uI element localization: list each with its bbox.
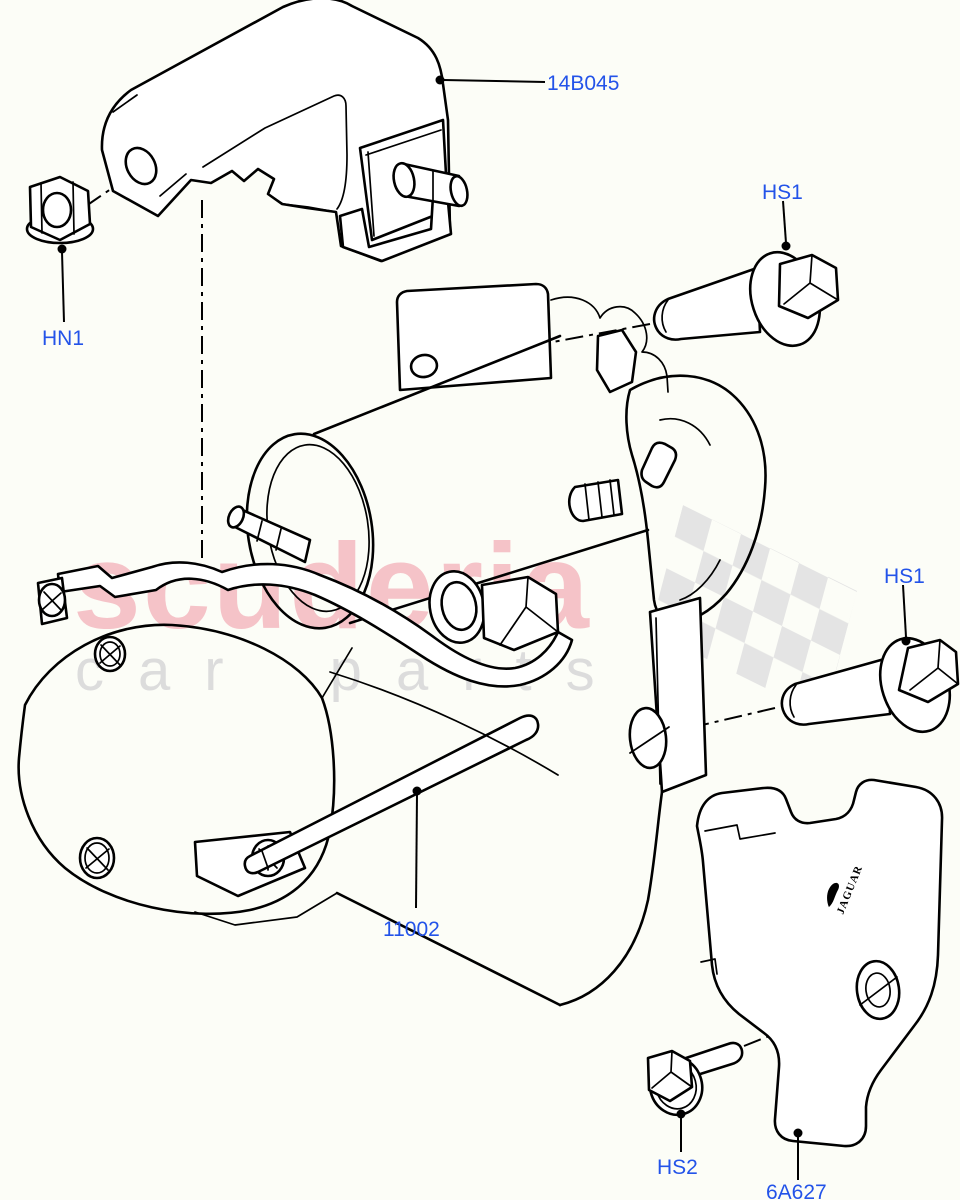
motor-end-cap bbox=[17, 623, 336, 916]
motor-ear-tab bbox=[595, 328, 638, 394]
checkered-flag-watermark bbox=[650, 505, 857, 717]
nut-hole bbox=[41, 191, 73, 229]
bolt-hs1-upper-drawing bbox=[652, 250, 840, 348]
pinion-gear bbox=[567, 478, 624, 523]
end-cap-screw-top bbox=[93, 635, 127, 673]
bolt-upper-shaft bbox=[652, 266, 762, 341]
mount-flange-hole bbox=[628, 706, 668, 770]
part-label-bolt-upper[interactable]: HS1 bbox=[762, 181, 803, 204]
bracket-mount-hole bbox=[124, 146, 158, 186]
heat-shield-outline bbox=[695, 778, 944, 1148]
flange-nut-drawing bbox=[25, 175, 95, 245]
drive-lever bbox=[56, 561, 574, 688]
bolt-hs1-mid-drawing bbox=[780, 636, 960, 734]
solenoid-end-cap bbox=[245, 432, 375, 630]
part-label-nut[interactable]: HN1 bbox=[42, 327, 84, 350]
bolt-hs2-drawing bbox=[646, 1041, 744, 1117]
cover-bracket-drawing bbox=[100, 0, 469, 263]
part-label-bolt-mid[interactable]: HS1 bbox=[884, 565, 925, 588]
part-labels: 14B045 HN1 HS1 HS1 11002 HS2 6A627 bbox=[42, 72, 925, 1200]
jaguar-cat-icon bbox=[827, 882, 839, 908]
part-label-starter-motor[interactable]: 11002 bbox=[383, 918, 440, 941]
bolt-lower-shaft bbox=[684, 1041, 744, 1077]
part-label-cover[interactable]: 14B045 bbox=[547, 72, 619, 95]
starter-motor-drawing bbox=[17, 282, 767, 1007]
gear-housing bbox=[625, 374, 767, 624]
part-label-heat-shield[interactable]: 6A627 bbox=[766, 1181, 827, 1200]
part-label-bolt-lower[interactable]: HS2 bbox=[657, 1156, 698, 1179]
bolt-mid-shaft bbox=[780, 656, 892, 726]
leader-lines bbox=[57, 75, 911, 1180]
through-bolt-rod bbox=[243, 714, 540, 875]
left-small-screw bbox=[36, 576, 69, 626]
bolt-upper-hex bbox=[777, 253, 840, 320]
heat-shield-drawing: JAGUAR bbox=[695, 778, 944, 1148]
end-cap-screw-bottom bbox=[78, 836, 116, 880]
heat-shield-hole bbox=[855, 959, 901, 1021]
